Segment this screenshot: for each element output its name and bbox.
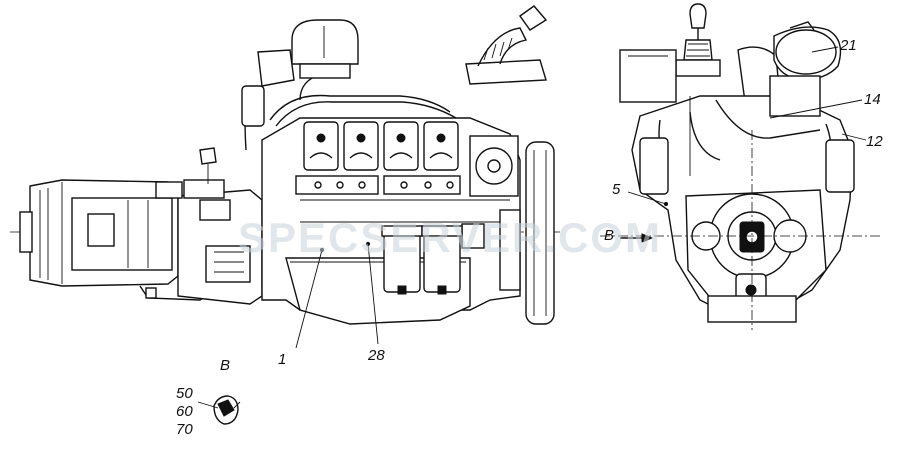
fuel-filters — [381, 225, 463, 295]
watermark-text: SPECSERVER.COM — [238, 214, 662, 261]
leader-21 — [811, 46, 839, 53]
callout-14: 14 — [864, 91, 881, 108]
air-intake-top — [241, 19, 359, 151]
front-timing-cover — [685, 189, 827, 323]
callout-1: 1 — [278, 351, 286, 368]
leader-5 — [627, 191, 667, 205]
leader-28 — [367, 243, 379, 345]
engine-front-view — [600, 3, 880, 330]
callout-60: 60 — [176, 403, 193, 420]
front-shift-lever — [675, 3, 721, 77]
front-upper-box — [619, 49, 677, 103]
callout-view-b-arrow: B — [604, 227, 614, 244]
clutch-housing — [155, 147, 263, 305]
gear-shift-lever — [465, 5, 548, 85]
view-b-arrow — [620, 233, 654, 243]
callout-70: 70 — [176, 421, 193, 438]
callout-12: 12 — [866, 133, 883, 150]
callout-50: 50 — [176, 385, 193, 402]
callout-view-b-title: B — [220, 357, 230, 374]
callout-5: 5 — [612, 181, 621, 198]
engine-side-view — [10, 5, 560, 349]
callout-21: 21 — [839, 37, 857, 54]
leader-1 — [295, 249, 323, 349]
detail-view-b — [197, 395, 241, 425]
callout-28: 28 — [367, 347, 385, 364]
leader-14 — [769, 99, 863, 119]
leader-12 — [841, 133, 867, 141]
gearbox-housing — [19, 179, 213, 301]
front-damper-pulley — [525, 141, 555, 325]
cylinder-heads — [303, 121, 459, 171]
